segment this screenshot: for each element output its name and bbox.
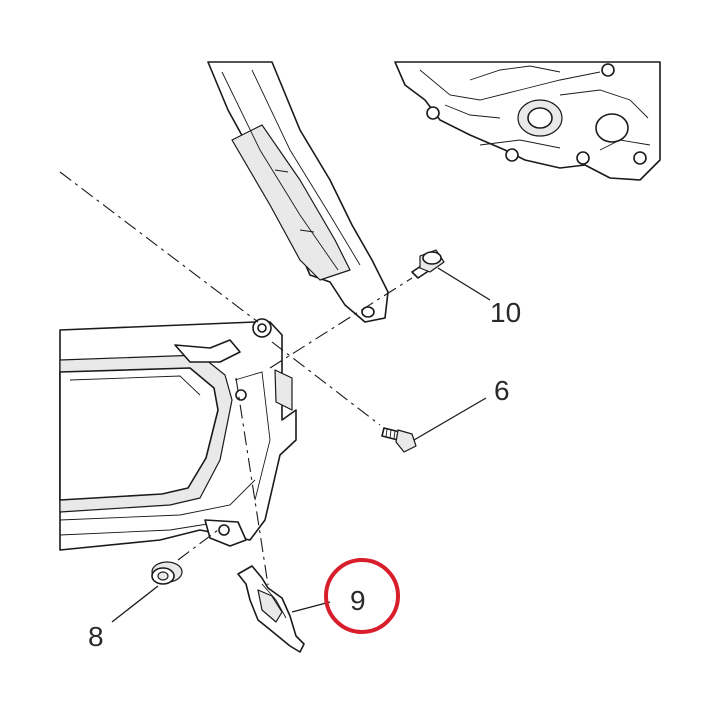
callout-6: 6 xyxy=(494,375,510,406)
upper-bracket xyxy=(207,61,389,323)
callout-10: 10 xyxy=(490,297,521,328)
highlight-ring xyxy=(324,558,400,634)
callout-8: 8 xyxy=(88,621,104,652)
main-frame xyxy=(59,318,297,551)
bushing-8 xyxy=(151,561,183,585)
leader-lines xyxy=(111,267,491,623)
callout-9: 9 xyxy=(350,585,366,616)
bolt-6 xyxy=(381,427,417,453)
bolt-10 xyxy=(411,249,445,279)
assembly-lines xyxy=(59,171,413,586)
latch-9 xyxy=(237,565,305,653)
engine-assembly xyxy=(394,61,661,181)
